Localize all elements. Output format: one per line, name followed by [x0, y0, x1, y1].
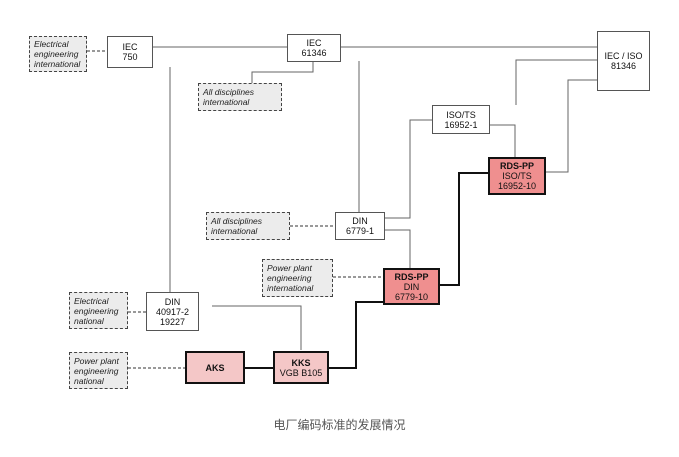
node-rds-pp-iso-line2: ISO/TS: [502, 171, 532, 181]
node-iec-iso-81346-line2: 81346: [610, 61, 637, 71]
note-elec-intl-line2: engineering: [34, 49, 79, 59]
node-rds-pp-iso-line1: RDS-PP: [499, 161, 534, 171]
node-iec-61346-line2: 61346: [301, 48, 327, 58]
connector-din40917-kks: [212, 305, 302, 350]
node-iec-61346: IEC 61346: [287, 34, 341, 62]
node-din-40917-2-line1: DIN: [164, 296, 181, 307]
note-elec-natl-line1: Electrical: [74, 295, 109, 306]
note-power-intl-line3: international: [267, 283, 314, 293]
node-iec-iso-81346-line1: IEC / ISO: [604, 51, 643, 61]
node-din-40917-2-line2: 40917-2: [155, 306, 190, 317]
connector-iec61346-note: [251, 62, 314, 83]
note-elec-intl-line3: international: [34, 59, 81, 69]
note-elec-intl-line1: Electrical: [34, 39, 69, 49]
note-all-disc-1-line2: international: [203, 97, 250, 107]
node-kks-line1: KKS: [291, 357, 311, 368]
connector-kks-rdsdin: [329, 301, 383, 369]
node-iec-750-line1: IEC: [122, 42, 138, 52]
connector-iso16952-rdsiso: [490, 124, 516, 158]
node-iec-750: IEC 750: [107, 36, 153, 68]
node-rds-pp-din-line2: DIN: [403, 281, 420, 292]
node-rds-pp-iso: RDS-PP ISO/TS 16952-10: [488, 157, 546, 195]
node-din-40917-2-line3: 19227: [159, 316, 186, 327]
note-all-disciplines-international-2: All disciplines international: [206, 212, 290, 240]
note-electrical-engineering-international: Electrical engineering international: [29, 36, 87, 72]
node-rds-pp-din-line1: RDS-PP: [394, 271, 429, 282]
node-aks: AKS: [185, 351, 245, 384]
note-power-natl-line3: national: [74, 375, 104, 386]
node-aks-line1: AKS: [205, 362, 225, 373]
note-elec-natl-line3: national: [74, 315, 104, 326]
node-iso-ts-16952-1: ISO/TS 16952-1: [432, 105, 490, 134]
note-all-disciplines-international-1: All disciplines international: [198, 83, 282, 111]
node-iso-ts-16952-1-line2: 16952-1: [444, 119, 478, 130]
figure-caption: 电厂编码标准的发展情况: [273, 418, 406, 432]
node-iec-61346-line1: IEC: [306, 38, 322, 48]
note-power-plant-engineering-national: Power plant engineering national: [69, 352, 128, 389]
node-rds-pp-din-line3: 6779-10: [394, 291, 429, 302]
node-din-6779-1: DIN 6779-1: [335, 212, 385, 240]
node-din-6779-1-line1: DIN: [352, 216, 368, 226]
note-electrical-engineering-national: Electrical engineering national: [69, 292, 128, 329]
note-power-plant-engineering-international: Power plant engineering international: [262, 259, 333, 297]
node-kks: KKS VGB B105: [273, 351, 329, 384]
node-kks-line2: VGB B105: [279, 367, 323, 378]
note-power-natl-line1: Power plant: [74, 355, 119, 366]
node-rds-pp-din: RDS-PP DIN 6779-10: [383, 268, 440, 305]
node-rds-pp-iso-line3: 16952-10: [497, 181, 537, 191]
connector-din6779-iso16952: [385, 119, 432, 219]
connector-iec81346-iso16952: [515, 59, 610, 105]
note-all-disc-2-line1: All disciplines: [211, 216, 263, 226]
note-all-disc-1-line1: All disciplines: [203, 87, 255, 97]
note-all-disc-2-line2: international: [211, 226, 258, 236]
node-din-40917-2: DIN 40917-2 19227: [146, 292, 199, 331]
connector-din6779-rdsdin: [385, 229, 411, 270]
note-power-natl-line2: engineering: [74, 365, 119, 376]
node-iec-750-line2: 750: [122, 52, 138, 62]
note-power-intl-line1: Power plant: [267, 263, 312, 273]
connector-iec81346-rdsiso: [546, 79, 610, 173]
note-power-intl-line2: engineering: [267, 273, 312, 283]
node-din-6779-1-line2: 6779-1: [345, 226, 375, 236]
node-iso-ts-16952-1-line1: ISO/TS: [446, 109, 476, 120]
note-elec-natl-line2: engineering: [74, 305, 119, 316]
node-iec-iso-81346: IEC / ISO 81346: [597, 31, 650, 91]
connector-rdsdin-rdsiso: [440, 172, 488, 286]
